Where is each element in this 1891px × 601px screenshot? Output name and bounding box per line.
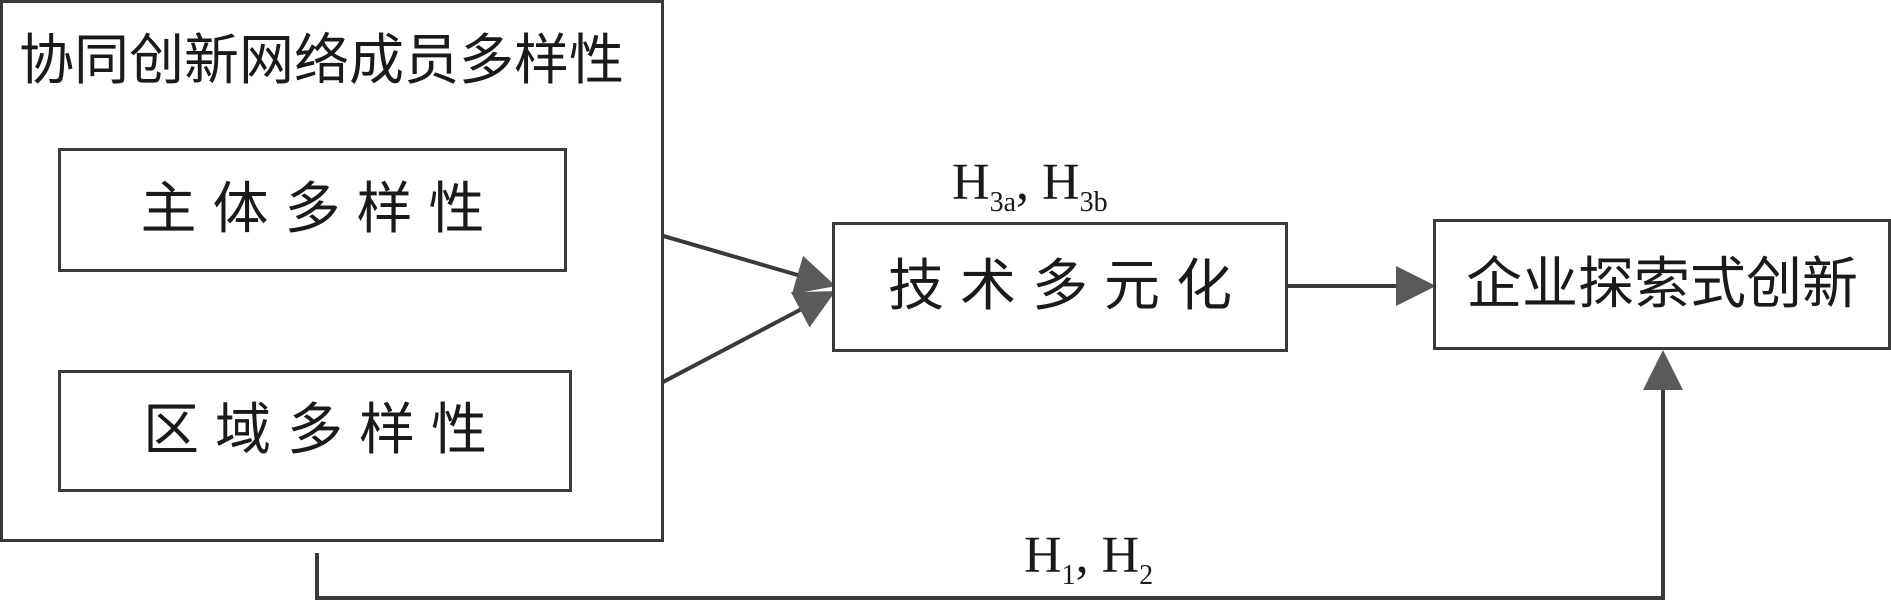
node-regional-diversity: 区域多样性 xyxy=(58,370,572,492)
hypothesis-h3b-sub: 3b xyxy=(1079,187,1108,218)
hypothesis-label-direct: H1, H2 xyxy=(1024,530,1153,590)
arrow-direct-path xyxy=(315,350,1683,600)
hypothesis-direct-sep: , xyxy=(1075,527,1102,584)
hypothesis-h3a-sub: 3a xyxy=(989,187,1016,218)
node-tech-diversification: 技术多元化 xyxy=(832,222,1288,352)
hypothesis-h2-sub: 2 xyxy=(1139,560,1154,591)
node-tech-diversification-label: 技术多元化 xyxy=(888,254,1248,319)
node-regional-diversity-label: 区域多样性 xyxy=(143,398,503,463)
hypothesis-h3b-base: H xyxy=(1042,154,1080,211)
node-exploratory-innovation-label: 企业探索式创新 xyxy=(1466,251,1858,317)
hypothesis-h2-base: H xyxy=(1101,527,1140,584)
hypothesis-h1-base: H xyxy=(1024,527,1062,584)
hypothesis-h3a-base: H xyxy=(952,154,990,211)
hypothesis-label-mediation: H3a, H3b xyxy=(952,157,1108,217)
node-subject-diversity: 主体多样性 xyxy=(58,148,567,272)
hypothesis-mediation-sep: , xyxy=(1016,154,1042,211)
group-title: 协同创新网络成员多样性 xyxy=(19,28,625,92)
node-subject-diversity-label: 主体多样性 xyxy=(140,177,501,242)
hypothesis-h1-sub: 1 xyxy=(1061,560,1076,591)
node-exploratory-innovation: 企业探索式创新 xyxy=(1433,219,1891,350)
